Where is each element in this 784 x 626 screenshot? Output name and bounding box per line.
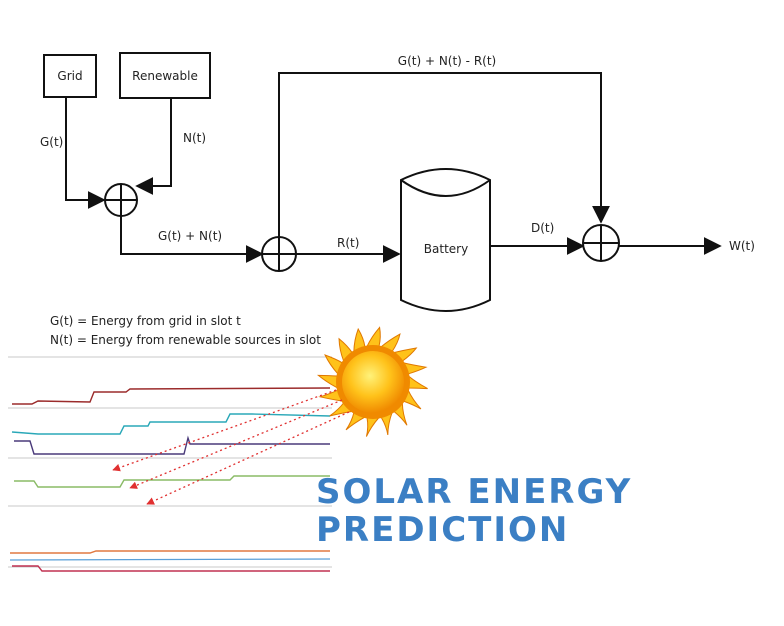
trace-crimson <box>12 565 330 572</box>
legend-line-2: N(t) = Energy from renewable sources in … <box>50 333 321 347</box>
sun-ray-arrows <box>112 389 350 505</box>
sun-ray <box>353 327 366 353</box>
trace-blue <box>9 558 331 561</box>
sun-ray <box>324 354 344 375</box>
legend-line-1: G(t) = Energy from grid in slot t <box>50 314 241 328</box>
trace-orange <box>10 550 330 554</box>
signal-traces <box>8 356 332 572</box>
grid-box: Grid <box>43 54 97 98</box>
battery-box-label: Battery <box>424 242 468 256</box>
w-label: W(t) <box>729 239 755 253</box>
banner-title-line-2: PREDICTION <box>316 510 569 550</box>
sun-ray <box>408 374 428 390</box>
grid-flow-line <box>65 97 106 209</box>
sun-ray <box>402 362 428 375</box>
feedback-label: G(t) + N(t) - R(t) <box>398 54 496 68</box>
feedback-flow-line <box>278 72 610 237</box>
summing-junction-2 <box>261 236 297 272</box>
r-label: R(t) <box>337 236 359 250</box>
summing-junction-1 <box>104 183 138 217</box>
sum1-flow-line <box>120 216 264 263</box>
trace-purple <box>14 435 330 455</box>
trace-red <box>12 387 331 405</box>
d-label: D(t) <box>531 221 554 235</box>
sun-ray <box>365 417 381 437</box>
battery-box: Battery <box>400 168 491 312</box>
sun-ray <box>318 389 344 402</box>
renewable-box: Renewable <box>119 52 211 99</box>
renewable-signal-label: N(t) <box>183 131 206 145</box>
sun-icon <box>316 326 428 437</box>
sun-ray <box>316 374 338 389</box>
sun-ray <box>345 411 367 431</box>
sun-ray <box>380 333 401 353</box>
trace-green <box>14 475 330 488</box>
renewable-flow-line <box>135 98 172 195</box>
renewable-box-label: Renewable <box>132 69 198 83</box>
sun-ray <box>380 411 393 436</box>
sun-ray <box>402 388 422 410</box>
grid-box-label: Grid <box>57 69 82 83</box>
sum1-label: G(t) + N(t) <box>158 229 222 243</box>
banner-title-line-1: SOLAR ENERGY <box>316 472 632 512</box>
grid-signal-label: G(t) <box>40 135 63 149</box>
summing-junction-3 <box>582 224 620 262</box>
trace-cyan <box>11 413 331 435</box>
sun-ray <box>366 326 381 347</box>
